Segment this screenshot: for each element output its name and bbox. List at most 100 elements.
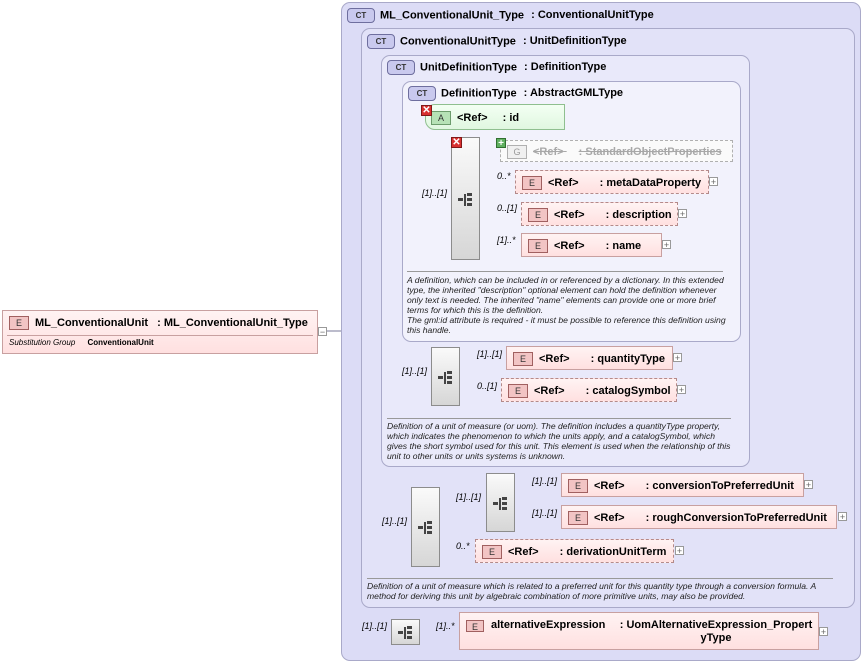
sequence-conventionalunittype[interactable] — [411, 487, 440, 567]
ct3-header: CT UnitDefinitionType : DefinitionType — [387, 60, 606, 75]
complex-type-icon: CT — [347, 8, 375, 23]
quantitytype-name: : quantityType — [590, 352, 665, 365]
group-standardobjectproperties[interactable]: G<Ref> : StandardObjectProperties — [500, 140, 733, 162]
ct1-name: ML_ConventionalUnit_Type — [380, 9, 525, 22]
element-roughconversiontopreferredunit[interactable]: E<Ref> : roughConversionToPreferredUnit — [561, 505, 837, 529]
sequence-definitiontype[interactable] — [451, 137, 480, 260]
expand-icon[interactable]: + — [819, 627, 828, 637]
prohibited-icon: ✕ — [421, 105, 432, 116]
cardinality-choice-seq: [1]..[1] — [456, 492, 482, 502]
element-alternativeexpression[interactable]: E alternativeExpression : UomAlternative… — [459, 612, 819, 650]
element-badge-icon: E — [568, 479, 588, 493]
sequence-unitdefinitiontype[interactable] — [431, 347, 460, 406]
group-badge-icon: G — [507, 145, 527, 159]
prohibited-icon: ✕ — [451, 137, 462, 148]
ct2-documentation: Definition of a unit of measure which is… — [367, 581, 816, 601]
attribute-id-ref: <Ref> — [457, 111, 488, 124]
ct4-header: CT DefinitionType : AbstractGMLType — [408, 86, 623, 101]
complex-type-icon: CT — [408, 86, 436, 101]
expand-icon[interactable]: + — [677, 385, 686, 395]
sequence-icon — [493, 497, 507, 510]
ct4-name: DefinitionType — [441, 87, 517, 100]
sequence-ml-conventionalunit[interactable] — [391, 619, 420, 645]
root-divider — [7, 335, 313, 336]
quantitytype-label: E<Ref> : quantityType — [513, 352, 665, 366]
sequence-icon — [418, 521, 432, 534]
description-ref: <Ref> — [554, 208, 585, 221]
cardinality-derivationunitterm: 0..* — [456, 541, 470, 551]
sequence-icon — [458, 193, 472, 206]
cardinality-conventional-seq: [1]..[1] — [382, 516, 408, 526]
element-badge-icon: E — [568, 511, 588, 525]
expand-icon[interactable]: + — [675, 546, 684, 556]
substitution-group-value: ConventionalUnit — [87, 338, 154, 347]
catalogsymbol-label: E <Ref> : catalogSymbol — [508, 384, 671, 398]
attribute-id[interactable]: A<Ref> : id — [425, 104, 565, 130]
ct4-documentation: A definition, which can be included in o… — [407, 275, 726, 335]
ct4-type: : AbstractGMLType — [523, 87, 624, 100]
cardinality-catalogsymbol: 0..[1] — [477, 381, 498, 391]
root-element-type: : ML_ConventionalUnit_Type — [157, 316, 308, 329]
cardinality-name: [1]..* — [497, 235, 516, 245]
element-name[interactable]: E<Ref> : name — [521, 233, 662, 257]
attribute-id-label: A<Ref> : id — [431, 111, 519, 125]
element-badge-icon: E — [513, 352, 533, 366]
group-sop-ref: <Ref> — [533, 145, 564, 158]
ct3-doc-divider — [387, 418, 731, 419]
sequence-icon — [398, 626, 412, 639]
cardinality-conversiontopreferredunit: [1]..[1] — [532, 476, 558, 486]
expand-icon[interactable]: + — [678, 209, 687, 219]
cardinality-description: 0..[1] — [497, 203, 518, 213]
derivationunitterm-label: E <Ref> : derivationUnitTerm — [482, 545, 666, 559]
name-ref: <Ref> — [554, 239, 585, 252]
attribute-id-name: : id — [502, 111, 520, 124]
element-catalogsymbol[interactable]: E <Ref> : catalogSymbol — [501, 378, 677, 402]
sequence-conversion[interactable] — [486, 473, 515, 532]
element-badge-icon: E — [522, 176, 542, 190]
expand-icon[interactable]: + — [709, 177, 718, 187]
alternativeexpression-type: : UomAlternativeExpression_Propert yType — [619, 619, 813, 644]
cardinality-definition-seq: [1]..[1] — [422, 188, 448, 198]
expand-icon[interactable]: + — [673, 353, 682, 363]
expand-icon[interactable]: + — [662, 240, 671, 250]
alternativeexpression-name: alternativeExpression — [491, 619, 606, 631]
catalogsymbol-name: : catalogSymbol — [585, 384, 671, 397]
metadataproperty-label: E <Ref> : metaDataProperty — [522, 176, 701, 190]
element-badge-icon: E — [508, 384, 528, 398]
roughconversiontopreferredunit-name: : roughConversionToPreferredUnit — [645, 511, 827, 524]
complex-type-icon: CT — [387, 60, 415, 75]
substitution-group-label: Substitution Group — [9, 338, 76, 347]
catalogsymbol-ref: <Ref> — [534, 384, 565, 397]
ct1-type: : ConventionalUnitType — [531, 9, 654, 22]
cardinality-quantitytype: [1]..[1] — [477, 349, 503, 359]
ct3-type: : DefinitionType — [524, 61, 607, 74]
element-conversiontopreferredunit[interactable]: E<Ref> : conversionToPreferredUnit — [561, 473, 804, 497]
expand-icon[interactable]: + — [838, 512, 847, 522]
cardinality-unitdefinition-seq: [1]..[1] — [402, 366, 428, 376]
ct3-name: UnitDefinitionType — [420, 61, 517, 74]
derivationunitterm-name: : derivationUnitTerm — [559, 545, 667, 558]
element-derivationunitterm[interactable]: E <Ref> : derivationUnitTerm — [475, 539, 674, 563]
element-metadataproperty[interactable]: E <Ref> : metaDataProperty — [515, 170, 709, 194]
element-quantitytype[interactable]: E<Ref> : quantityType — [506, 346, 673, 370]
sequence-icon — [438, 371, 452, 384]
cardinality-alternativeexpression: [1]..* — [436, 621, 455, 631]
name-label: E<Ref> : name — [528, 239, 641, 253]
metadataproperty-ref: <Ref> — [548, 176, 579, 189]
root-element-name: ML_ConventionalUnit — [35, 316, 149, 329]
ct2-doc-divider — [367, 578, 833, 579]
element-badge-icon: E — [528, 239, 548, 253]
derivationunitterm-ref: <Ref> — [508, 545, 539, 558]
conversiontopreferredunit-ref: <Ref> — [594, 479, 625, 492]
expand-icon[interactable]: + — [804, 480, 813, 490]
complex-type-icon: CT — [367, 34, 395, 49]
ct3-documentation: Definition of a unit of measure (or uom)… — [387, 421, 731, 461]
collapse-icon[interactable]: − — [318, 327, 327, 337]
element-description[interactable]: E<Ref> : description — [521, 202, 678, 226]
metadataproperty-name: : metaDataProperty — [599, 176, 702, 189]
element-badge-icon: E — [482, 545, 502, 559]
cardinality-metadataproperty: 0..* — [497, 171, 511, 181]
cardinality-alt-seq: [1]..[1] — [362, 621, 388, 631]
